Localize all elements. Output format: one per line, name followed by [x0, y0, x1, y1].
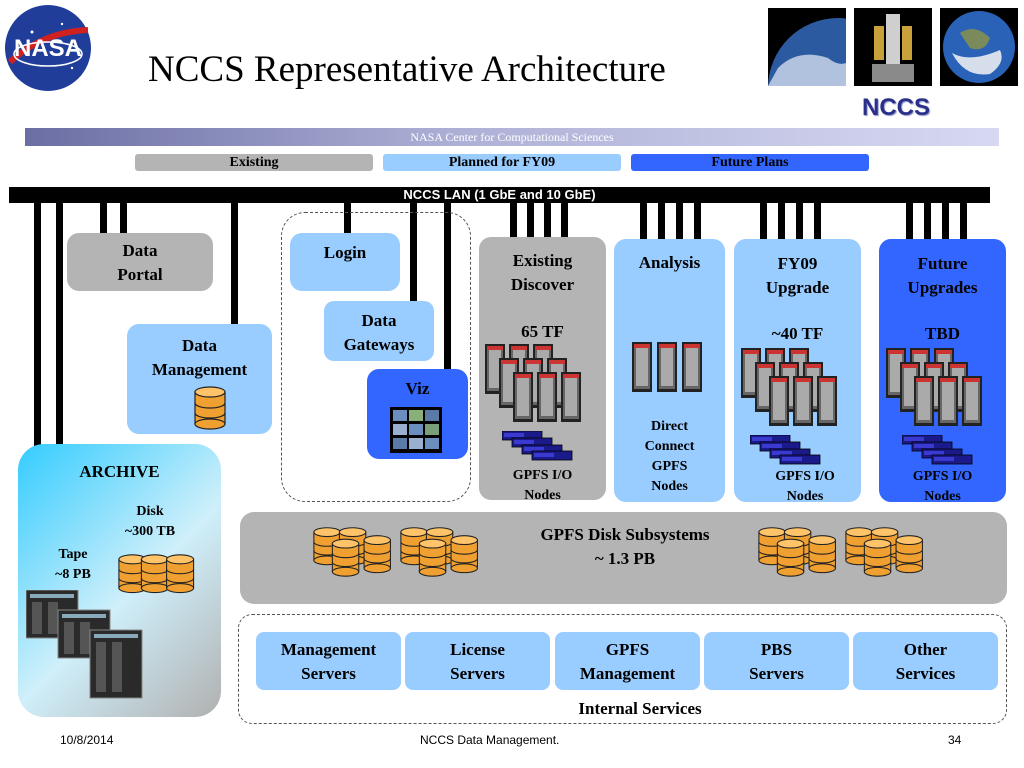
gpfs-disk-stack-3-icon [758, 527, 836, 577]
existing-discover-io-line1: GPFS I/O [512, 468, 573, 483]
future-io-nodes-icon [902, 435, 973, 465]
fy09-line1: FY09 [777, 254, 818, 273]
data-portal-line2: Portal [117, 265, 163, 284]
analysis-d3: GPFS [651, 459, 688, 474]
fy09-io-label: GPFS I/O Nodes [734, 467, 876, 507]
data-gateways-line1: Data [361, 311, 397, 330]
data-management-line2: Management [151, 360, 248, 379]
archive-tape-line1: Tape [58, 547, 88, 562]
viz-wall-icon [390, 407, 442, 453]
fy09-capacity: ~40 TF [771, 324, 824, 343]
future-capacity: TBD [925, 324, 960, 343]
future-io-line2: Nodes [924, 489, 961, 504]
existing-discover-line1: Existing [512, 251, 573, 270]
lan-backbone: NCCS LAN (1 GbE and 10 GbE) [9, 187, 990, 203]
gpfs-disk-line2: ~ 1.3 PB [594, 549, 656, 568]
management-servers-line2: Servers [301, 664, 356, 683]
gpfs-management-box: GPFS Management [555, 632, 700, 690]
archive-tape-library-icon [26, 590, 143, 699]
fy09-racks-icon [741, 348, 837, 426]
legend-planned: Planned for FY09 [383, 154, 621, 171]
gpfs-disk-stack-2-icon [400, 527, 478, 577]
internal-services-boundary [238, 614, 1007, 724]
existing-discover-title: Existing Discover [479, 249, 606, 297]
legend-future: Future Plans [631, 154, 869, 171]
viz-label: Viz [405, 379, 430, 398]
management-servers-line1: Management [280, 640, 377, 659]
data-portal-box: Data Portal [67, 233, 213, 291]
space-shuttle-photo-icon [854, 8, 932, 86]
earth-limb-photo-icon [768, 8, 846, 86]
existing-discover-racks-icon [485, 344, 581, 422]
archive-title: ARCHIVE [79, 462, 160, 481]
license-servers-box: License Servers [405, 632, 550, 690]
footer-page-number: 34 [948, 733, 962, 747]
gpfs-management-line1: GPFS [605, 640, 650, 659]
future-upgrades-title: Future Upgrades [879, 252, 1006, 300]
login-label: Login [323, 243, 367, 262]
fy09-upgrade-title: FY09 Upgrade [734, 252, 861, 300]
existing-discover-io-nodes-icon [502, 431, 573, 461]
page-title: NCCS Representative Architecture [148, 49, 666, 90]
existing-discover-io-label: GPFS I/O Nodes [479, 466, 606, 506]
access-group-boundary [281, 212, 471, 502]
archive-disk-line2: ~300 TB [124, 524, 176, 539]
other-services-box: Other Services [853, 632, 998, 690]
nasa-logo-icon: NASA [5, 5, 91, 91]
analysis-racks-icon [632, 342, 702, 392]
data-gateways-line2: Gateways [343, 335, 415, 354]
analysis-d4: Nodes [651, 479, 688, 494]
other-services-line1: Other [903, 640, 948, 659]
data-gateways-box: Data Gateways [324, 301, 434, 361]
future-line1: Future [917, 254, 968, 273]
archive-disk-label: Disk ~300 TB [110, 502, 190, 542]
license-servers-line2: Servers [450, 664, 505, 683]
archive-tape-label: Tape ~8 PB [38, 545, 108, 585]
analysis-d2: Connect [644, 439, 695, 454]
fy09-line2: Upgrade [765, 278, 830, 297]
pbs-servers-line2: Servers [749, 664, 804, 683]
center-banner: NASA Center for Computational Sciences [25, 128, 999, 146]
archive-tape-line2: ~8 PB [55, 567, 91, 582]
future-io-label: GPFS I/O Nodes [879, 467, 1006, 507]
fy09-io-line2: Nodes [786, 489, 824, 504]
archive-disk-line1: Disk [136, 504, 164, 519]
analysis-title: Analysis [638, 253, 701, 272]
existing-discover-line2: Discover [510, 275, 575, 294]
gpfs-disk-stack-4-icon [845, 527, 923, 577]
data-management-line1: Data [182, 336, 217, 355]
footer-center: NCCS Data Management. [420, 733, 560, 747]
pbs-servers-line1: PBS [760, 640, 793, 659]
future-line2: Upgrades [907, 278, 978, 297]
existing-discover-io-line2: Nodes [524, 488, 561, 503]
analysis-d1: Direct [650, 419, 689, 434]
fy09-io-line1: GPFS I/O [775, 469, 835, 484]
login-box: Login [290, 233, 400, 291]
license-servers-line1: License [450, 640, 505, 659]
pbs-servers-box: PBS Servers [704, 632, 849, 690]
fy09-io-nodes-icon [750, 435, 821, 465]
analysis-direct-connect-label: Direct Connect GPFS Nodes [614, 417, 725, 497]
gpfs-disk-line1: GPFS Disk Subsystems [540, 525, 710, 544]
footer-date: 10/8/2014 [60, 733, 114, 747]
nccs-brand: NCCS [862, 94, 931, 121]
other-services-line2: Services [895, 664, 956, 683]
management-servers-box: Management Servers [256, 632, 401, 690]
future-io-line1: GPFS I/O [912, 469, 973, 484]
data-management-disk-icon [194, 386, 226, 430]
gpfs-disk-label: GPFS Disk Subsystems ~ 1.3 PB [500, 523, 750, 571]
nasa-logo-text: NASA [14, 35, 82, 62]
gpfs-management-line2: Management [579, 664, 676, 683]
legend-existing: Existing [135, 154, 373, 171]
data-portal-line1: Data [122, 241, 158, 260]
internal-services-title: Internal Services [578, 699, 702, 718]
earth-globe-photo-icon [940, 8, 1018, 86]
future-racks-icon [886, 348, 982, 426]
existing-discover-capacity: 65 TF [521, 322, 564, 341]
gpfs-disk-stack-1-icon [313, 527, 391, 577]
